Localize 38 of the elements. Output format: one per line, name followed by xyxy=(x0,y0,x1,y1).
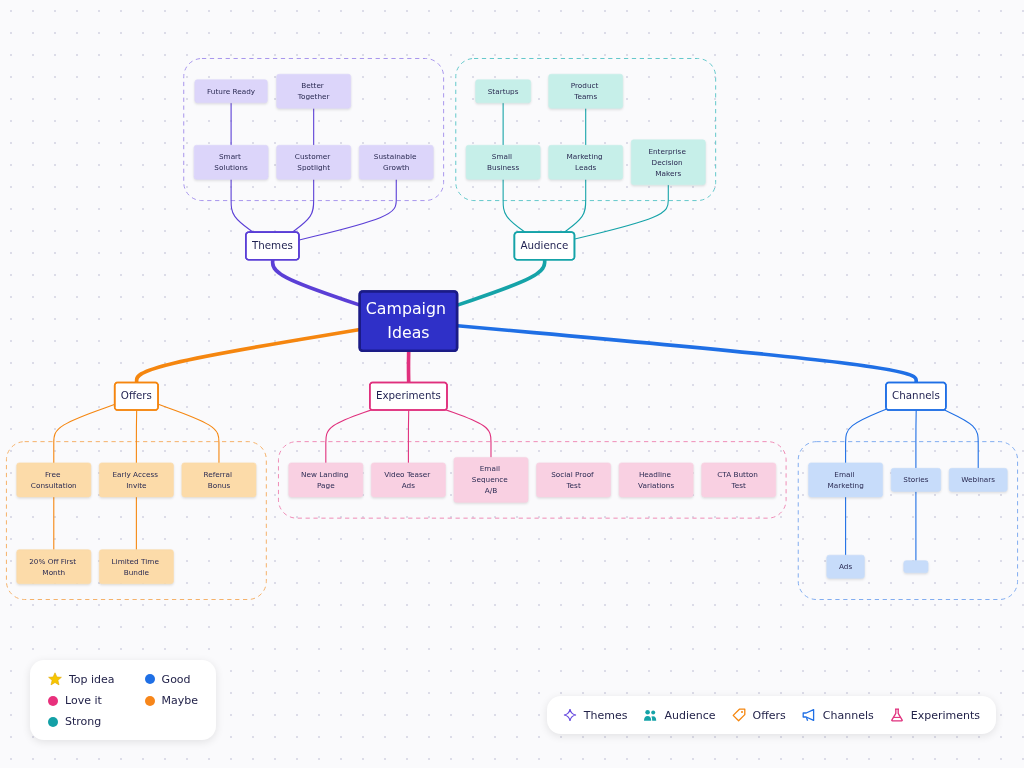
legend-label: Maybe xyxy=(161,694,199,707)
connector xyxy=(585,107,587,146)
legend-label: Experiments xyxy=(910,708,980,722)
connector xyxy=(845,496,847,556)
connector xyxy=(298,178,397,241)
connector xyxy=(135,496,137,551)
connector xyxy=(915,490,917,562)
connector xyxy=(230,178,254,233)
legend-label: Channels xyxy=(822,708,874,722)
connector xyxy=(574,184,669,240)
connector xyxy=(53,496,55,551)
cluster xyxy=(455,58,717,202)
connector xyxy=(502,102,504,146)
connector xyxy=(457,323,918,384)
cluster xyxy=(5,441,267,600)
node-box xyxy=(903,560,929,574)
cluster xyxy=(277,441,787,519)
connector xyxy=(915,409,917,469)
connector xyxy=(944,409,979,469)
legend-label: Offers xyxy=(752,708,786,722)
connector xyxy=(135,409,138,464)
connector xyxy=(407,409,410,464)
connector xyxy=(230,102,232,146)
legend-label: Strong xyxy=(65,715,102,728)
legend-label: Themes xyxy=(583,708,628,722)
cluster xyxy=(797,441,1019,600)
connector xyxy=(406,351,411,383)
connector xyxy=(313,107,315,146)
connector xyxy=(845,408,888,464)
legend-label: Love it xyxy=(65,694,102,707)
legend-label: Top idea xyxy=(69,672,115,686)
legend-label: Good xyxy=(161,672,191,686)
connector xyxy=(291,178,315,233)
legend-label: Audience xyxy=(664,708,716,722)
connector xyxy=(563,178,587,233)
connector xyxy=(502,178,526,233)
connector xyxy=(445,409,492,458)
connector xyxy=(325,409,373,464)
